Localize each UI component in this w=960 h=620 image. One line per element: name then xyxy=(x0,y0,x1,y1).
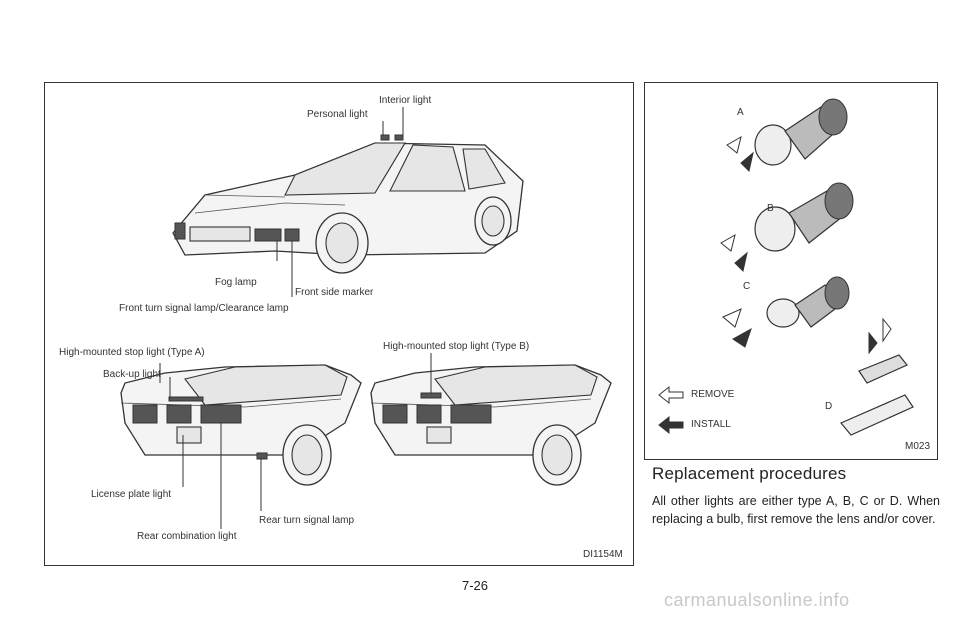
label-type-a: A xyxy=(737,107,744,118)
rear-car-type-a-drawing xyxy=(120,364,362,486)
label-hm-stop-type-a: High-mounted stop light (Type A) xyxy=(59,347,205,358)
watermark-text: carmanualsonline.info xyxy=(664,590,850,610)
label-hm-stop-type-b: High-mounted stop light (Type B) xyxy=(383,341,530,352)
label-rear-turn-signal: Rear turn signal lamp xyxy=(259,515,355,526)
remove-arrow-icon xyxy=(658,385,684,405)
label-type-b: B xyxy=(767,203,774,214)
figure-code-left: DI1154M xyxy=(583,549,623,560)
page-number: 7-26 xyxy=(462,578,489,593)
label-rear-combination-light: Rear combination light xyxy=(137,531,237,542)
label-license-plate-light: License plate light xyxy=(91,489,172,500)
label-fog-lamp: Fog lamp xyxy=(215,277,257,288)
front-car-drawing xyxy=(172,134,524,274)
bulb-types-figure: A B C D REMOVE INSTALL M023 xyxy=(644,82,938,460)
label-type-c: C xyxy=(743,281,751,292)
section-body-text: All other lights are either type A, B, C… xyxy=(652,494,940,526)
vehicle-lights-figure: Interior light Personal light Fog lamp F… xyxy=(44,82,634,566)
bulb-type-b-drawing xyxy=(720,182,854,272)
rear-car-type-b-drawing xyxy=(370,364,612,486)
label-remove: REMOVE xyxy=(691,389,735,400)
label-front-turn-signal: Front turn signal lamp/Clearance lamp xyxy=(119,303,289,314)
install-arrow-icon xyxy=(658,415,684,435)
bulb-type-d-drawing xyxy=(840,317,914,436)
section-heading: Replacement procedures xyxy=(652,464,847,483)
bulb-type-a-drawing xyxy=(726,98,848,172)
figure-code-right: M023 xyxy=(905,441,931,452)
label-interior-light: Interior light xyxy=(379,95,432,106)
label-personal-light: Personal light xyxy=(307,109,368,120)
bulb-type-c-drawing xyxy=(722,276,850,348)
label-front-side-marker: Front side marker xyxy=(295,287,374,298)
label-back-up-light: Back-up light xyxy=(103,369,161,380)
label-install: INSTALL xyxy=(691,419,731,430)
bulb-diagram-svg xyxy=(658,98,914,436)
vehicle-diagram-svg xyxy=(120,107,612,529)
label-type-d: D xyxy=(825,401,833,412)
